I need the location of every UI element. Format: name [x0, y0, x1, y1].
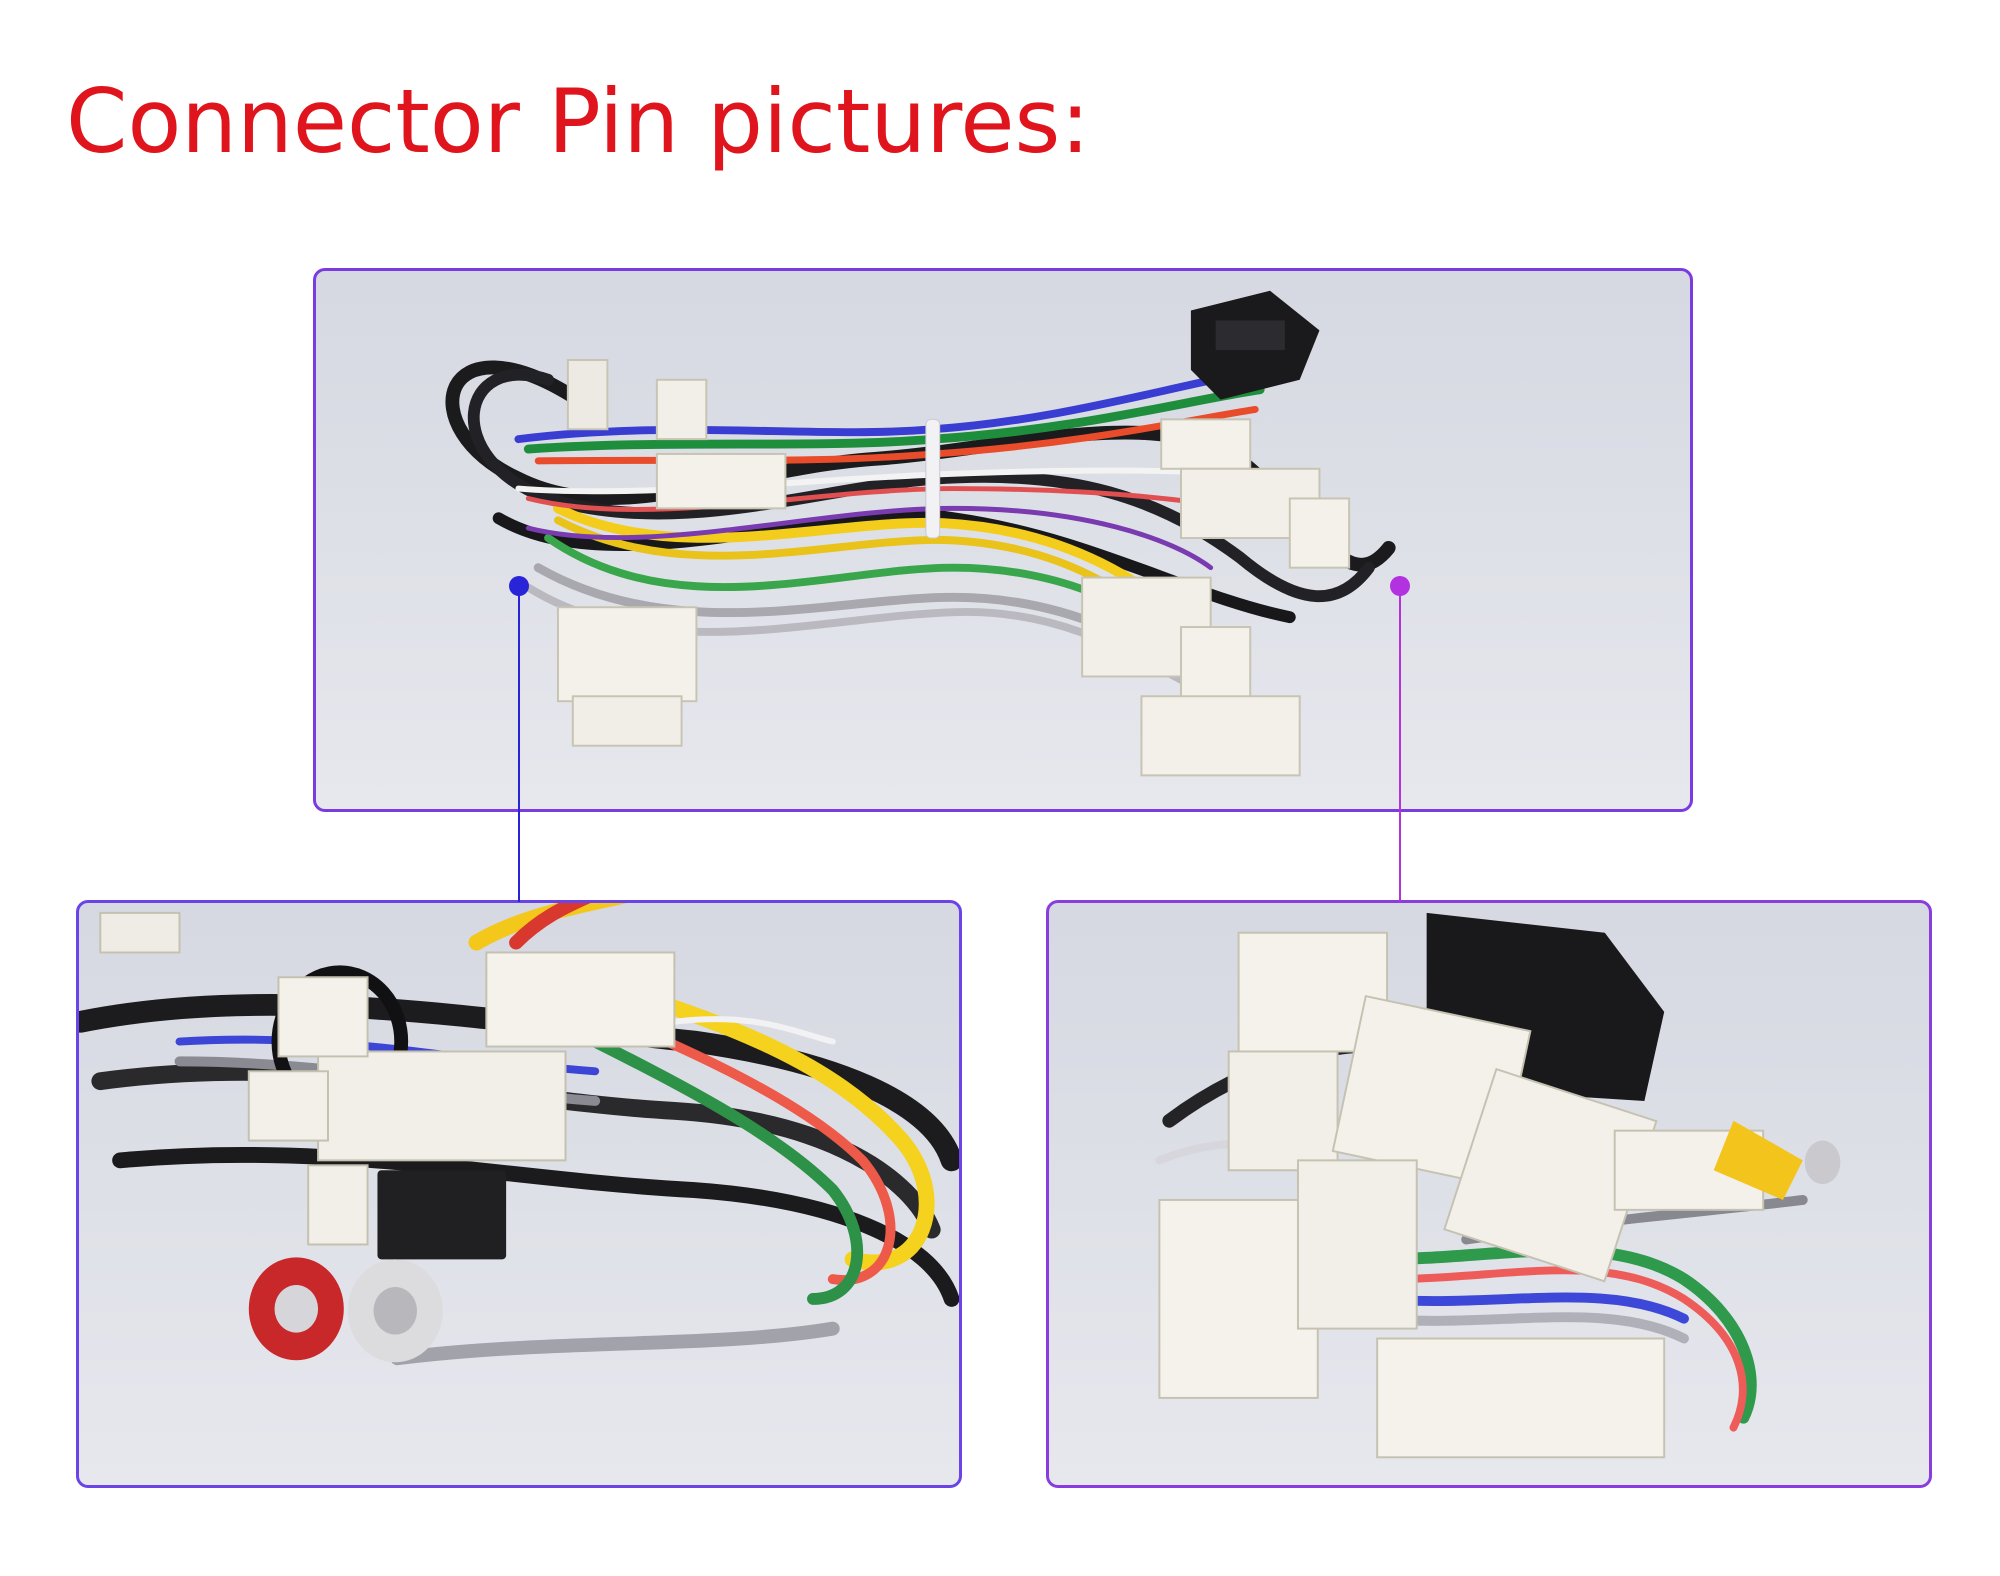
right-detail-panel — [1046, 900, 1932, 1488]
right-end-connectors-photo — [1155, 912, 1841, 1459]
left-end-connectors-photo — [79, 903, 959, 1366]
harness-overview-photo — [445, 290, 1396, 777]
page-title: Connector Pin pictures: — [66, 70, 1091, 173]
left-detail-panel — [76, 900, 962, 1488]
harness-overview-panel — [313, 268, 1693, 812]
